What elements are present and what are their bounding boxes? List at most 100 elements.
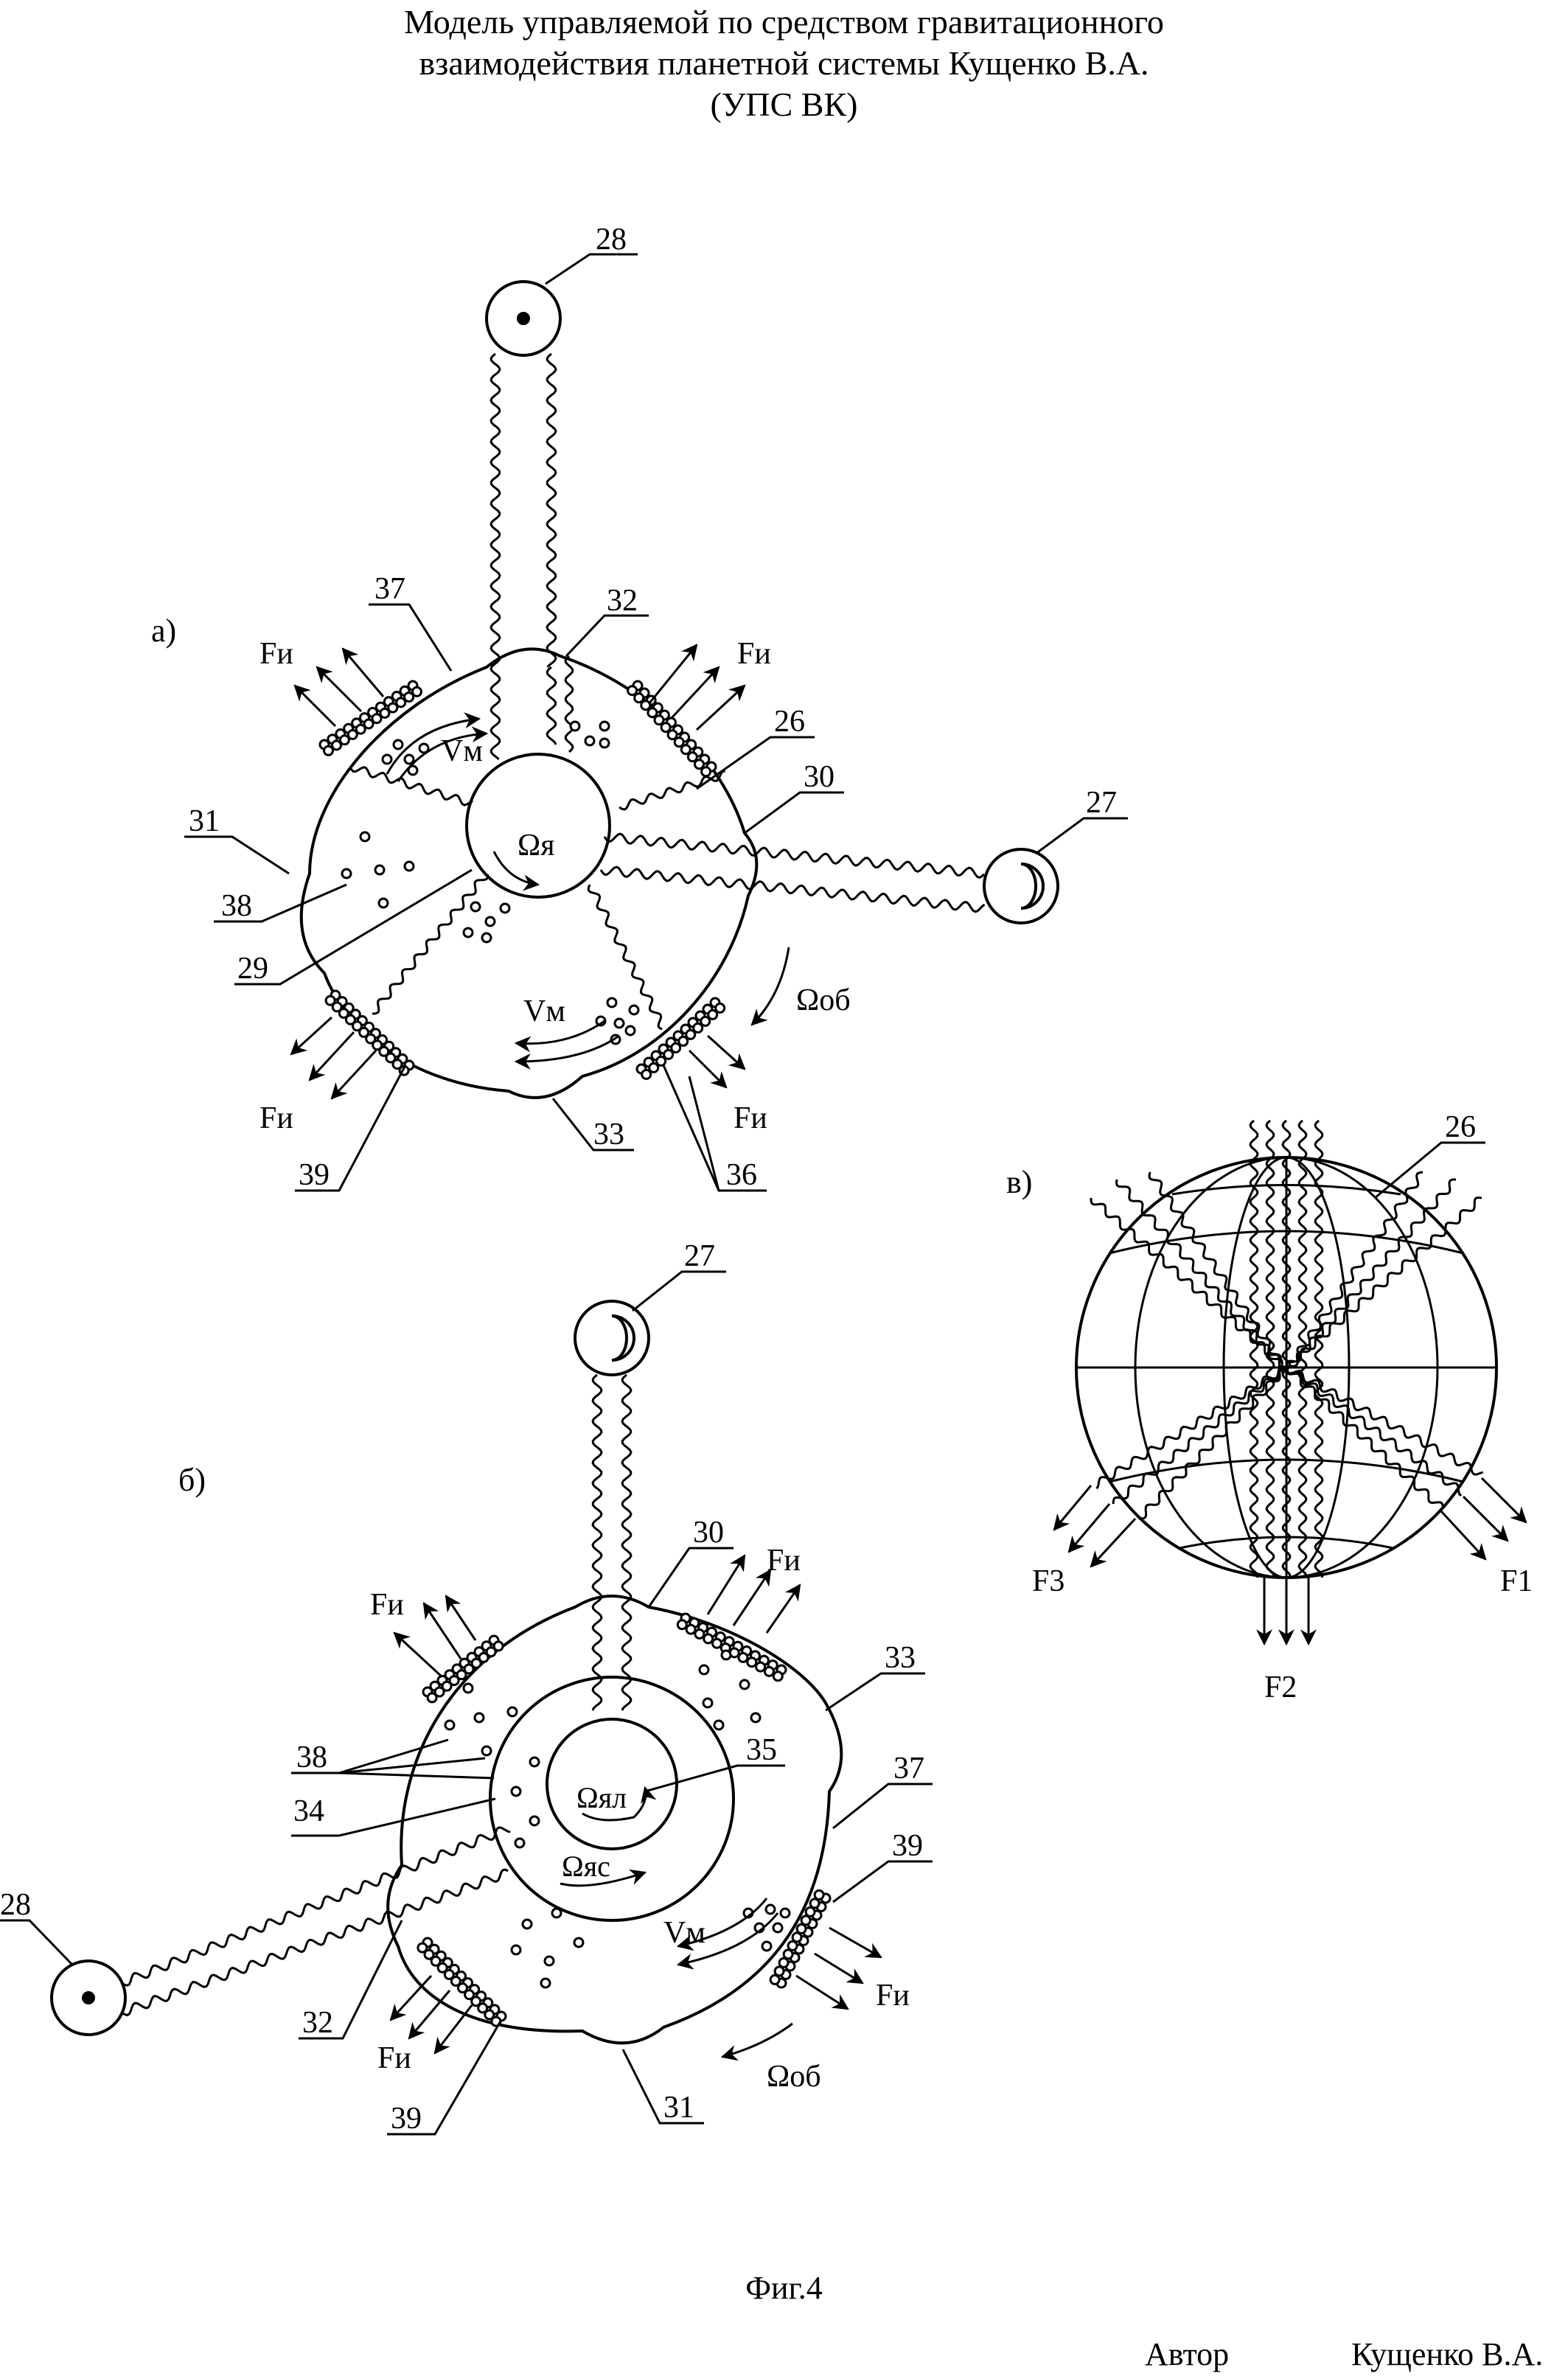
surface-bead [492, 1640, 504, 1652]
gravity-waves-v [1090, 1119, 1484, 1578]
label-31-a: 31 [189, 804, 220, 838]
label-31-b: 31 [663, 2091, 694, 2125]
surface-bead [463, 1663, 475, 1675]
surface-bead [685, 1623, 697, 1635]
planet-b-inner-core [546, 1718, 678, 1850]
surface-bead [338, 734, 350, 746]
gravity-wave [1285, 1368, 1444, 1507]
gravity-wave [546, 352, 557, 669]
surface-bead [746, 1656, 758, 1668]
particle [444, 1719, 456, 1731]
surface-bead [653, 714, 665, 726]
surface-bead [800, 1915, 812, 1926]
surface-bead [707, 1008, 719, 1020]
gravity-wave [587, 884, 663, 1031]
vm-label-a-2: Vм [523, 994, 565, 1028]
surface-bead [714, 1002, 726, 1014]
fi-label-b-4: Fи [377, 2041, 411, 2075]
particle [713, 1719, 725, 1731]
gravity-wave [1148, 1171, 1289, 1371]
particle [473, 1712, 485, 1724]
surface-bead [426, 1692, 438, 1704]
callouts-a: 28 37 32 26 30 27 31 38 29 39 33 36 [184, 223, 1128, 1192]
surface-bead [795, 1923, 807, 1934]
title-line-3: (УПС ВК) [710, 86, 858, 123]
fi-label-a-3: Fи [259, 1101, 293, 1135]
particle [462, 927, 474, 938]
gravity-wave [564, 655, 574, 753]
flow-arrow-a-4 [514, 1034, 620, 1070]
bead-cluster-b-top-left [422, 1634, 504, 1704]
surface-bead [700, 1015, 711, 1027]
particle [750, 1712, 762, 1724]
particle [628, 1004, 640, 1016]
inertia-arrows-a [290, 644, 746, 1100]
particles-b [444, 1649, 791, 1989]
particle [506, 1706, 518, 1718]
surface-bead [694, 1628, 705, 1640]
fi-label-a-2: Fи [737, 637, 771, 671]
particle [510, 1944, 522, 1956]
vm-label-b: Vм [663, 1916, 705, 1950]
surface-bead [484, 2009, 495, 2021]
gravity-wave [349, 766, 473, 806]
f3-label: F3 [1032, 1564, 1065, 1598]
gravity-wave [1285, 1171, 1424, 1373]
surface-bead [782, 1948, 794, 1960]
particle [772, 1922, 784, 1934]
surface-bead [763, 1665, 775, 1677]
gravity-wave [621, 1373, 633, 1711]
bead-cluster-b-right [769, 1889, 832, 1989]
label-39-b-right: 39 [892, 1829, 923, 1863]
particle [599, 737, 610, 749]
surface-bead [692, 1022, 704, 1034]
label-30-a: 30 [804, 760, 834, 794]
gravity-wave [599, 865, 986, 913]
surface-bead [338, 1008, 349, 1019]
fi-label-a-1: Fи [259, 637, 293, 671]
fi-label-b-1: Fи [370, 1588, 404, 1622]
label-36-a: 36 [726, 1158, 757, 1192]
gravity-wave [121, 1826, 511, 1987]
particle [624, 1025, 636, 1037]
surface-bead [804, 1906, 816, 1917]
particle [484, 916, 496, 927]
author-label: Автор [1145, 2336, 1230, 2372]
gravity-wave [1265, 1119, 1275, 1578]
author-name: Кущенко В.А. [1351, 2336, 1544, 2372]
surface-bead [677, 1035, 689, 1047]
surface-bead [685, 1028, 697, 1040]
label-32-a: 32 [607, 584, 638, 618]
surface-bead [470, 1996, 482, 2007]
surface-bead [809, 1898, 820, 1909]
gravity-wave [1314, 1119, 1324, 1578]
surface-bead [391, 1059, 403, 1070]
surface-bead [456, 1669, 467, 1681]
gravity-wave [121, 1868, 509, 2017]
sun-icon [50, 1959, 127, 2036]
label-37-b: 37 [893, 1752, 924, 1786]
gravity-wave [591, 1373, 603, 1711]
particle [613, 1017, 625, 1029]
particle [540, 1977, 551, 1989]
figure-title: Модель управляемой по средством гравитац… [0, 1, 1568, 125]
particle [510, 1786, 522, 1797]
callouts-b: 27 30 33 37 39 35 38 34 28 32 39 31 [0, 1239, 933, 2136]
particle [529, 1756, 540, 1768]
surface-bead [700, 766, 712, 778]
gravity-wave [1095, 1365, 1287, 1490]
surface-bead [670, 1042, 682, 1053]
surface-bead [627, 685, 638, 697]
gravity-wave [1285, 1367, 1463, 1497]
gravity-wave [1285, 1367, 1484, 1476]
label-26-a: 26 [774, 705, 805, 739]
particle [529, 1815, 540, 1827]
particle [521, 1918, 533, 1930]
surface-bead [403, 691, 415, 703]
particle [720, 1649, 732, 1661]
gravity-waves-b [121, 1373, 633, 2017]
bead-cluster-a-top-right [627, 680, 717, 778]
planet-b-mantle-core [489, 1676, 735, 1922]
bead-cluster-b-top-right [676, 1612, 787, 1682]
inner-core-rotation-arrow [582, 1786, 657, 1822]
